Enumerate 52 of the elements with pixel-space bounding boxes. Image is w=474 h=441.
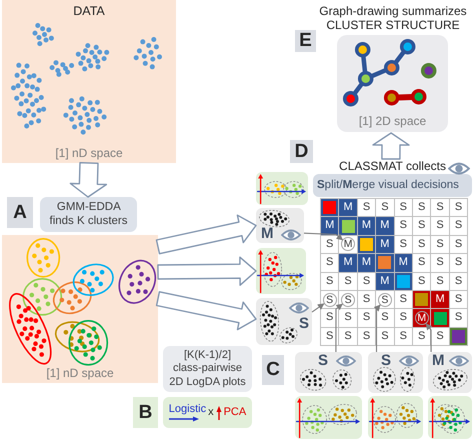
- circled-entry: S: [341, 292, 356, 307]
- panel-letter: B: [133, 397, 158, 428]
- decision-letter: M: [432, 353, 444, 368]
- space-caption: [1] nD space: [46, 366, 114, 380]
- decision-banner: Split/Merge visual decisions: [313, 174, 472, 197]
- decision-letter: S: [299, 316, 310, 331]
- block-arrow: [156, 291, 257, 330]
- leader-line: [304, 232, 344, 240]
- decision-tile: [256, 298, 312, 345]
- circled-entry: S: [322, 292, 337, 307]
- circled-entry: M: [341, 237, 356, 252]
- method-box: [163, 397, 252, 428]
- panel-title: DATA: [73, 4, 105, 18]
- decision-letter: S: [318, 353, 328, 368]
- matrix-cell: M: [338, 198, 358, 218]
- circled-entry: S: [378, 292, 392, 307]
- block-arrow: [372, 132, 410, 160]
- leader-line: [426, 323, 432, 352]
- process-box: GMM-EDDA finds K clusters: [40, 197, 137, 232]
- decision-tile: [368, 352, 423, 393]
- block-arrow: [157, 256, 257, 286]
- process-box: [K(K-1)/2] class-pairwise 2D LogDA plots: [163, 346, 252, 392]
- panel-letter: A: [7, 197, 33, 228]
- panel-letter: D: [290, 140, 313, 163]
- leader-line: [335, 304, 343, 352]
- leader-line: [374, 304, 381, 352]
- decision-letter: M: [261, 226, 274, 241]
- circled-entry: M: [414, 311, 429, 326]
- decision-tile: [428, 352, 472, 393]
- leader-line: [312, 303, 324, 313]
- block-arrow: [156, 214, 257, 254]
- matrix-cell: M: [394, 253, 413, 273]
- heading: Graph-drawing summarizes CLUSTER STRUCTURE: [318, 4, 468, 32]
- space-caption: [1] 2D space: [358, 114, 426, 128]
- term-text: x: [208, 406, 214, 419]
- matrix-cell: M: [430, 290, 450, 310]
- matrix-cell: M: [375, 272, 395, 291]
- space-caption: [1] nD space: [55, 146, 123, 160]
- decision-tile: [295, 352, 362, 393]
- heading: CLASSMAT collects: [339, 159, 446, 173]
- panel-letter: C: [262, 355, 284, 385]
- block-arrow: [70, 162, 108, 198]
- matrix-cell: M: [375, 216, 395, 236]
- panel-letter: E: [295, 30, 316, 52]
- term-text: PCA: [224, 406, 246, 419]
- decision-tile: [256, 208, 304, 243]
- matrix-cell: M: [338, 253, 358, 273]
- data-panel: [2, 0, 176, 163]
- cluster-panel: [2, 235, 158, 383]
- term-text: Logistic: [168, 403, 206, 416]
- matrix-cell: S: [448, 198, 468, 218]
- decision-letter: S: [381, 353, 392, 368]
